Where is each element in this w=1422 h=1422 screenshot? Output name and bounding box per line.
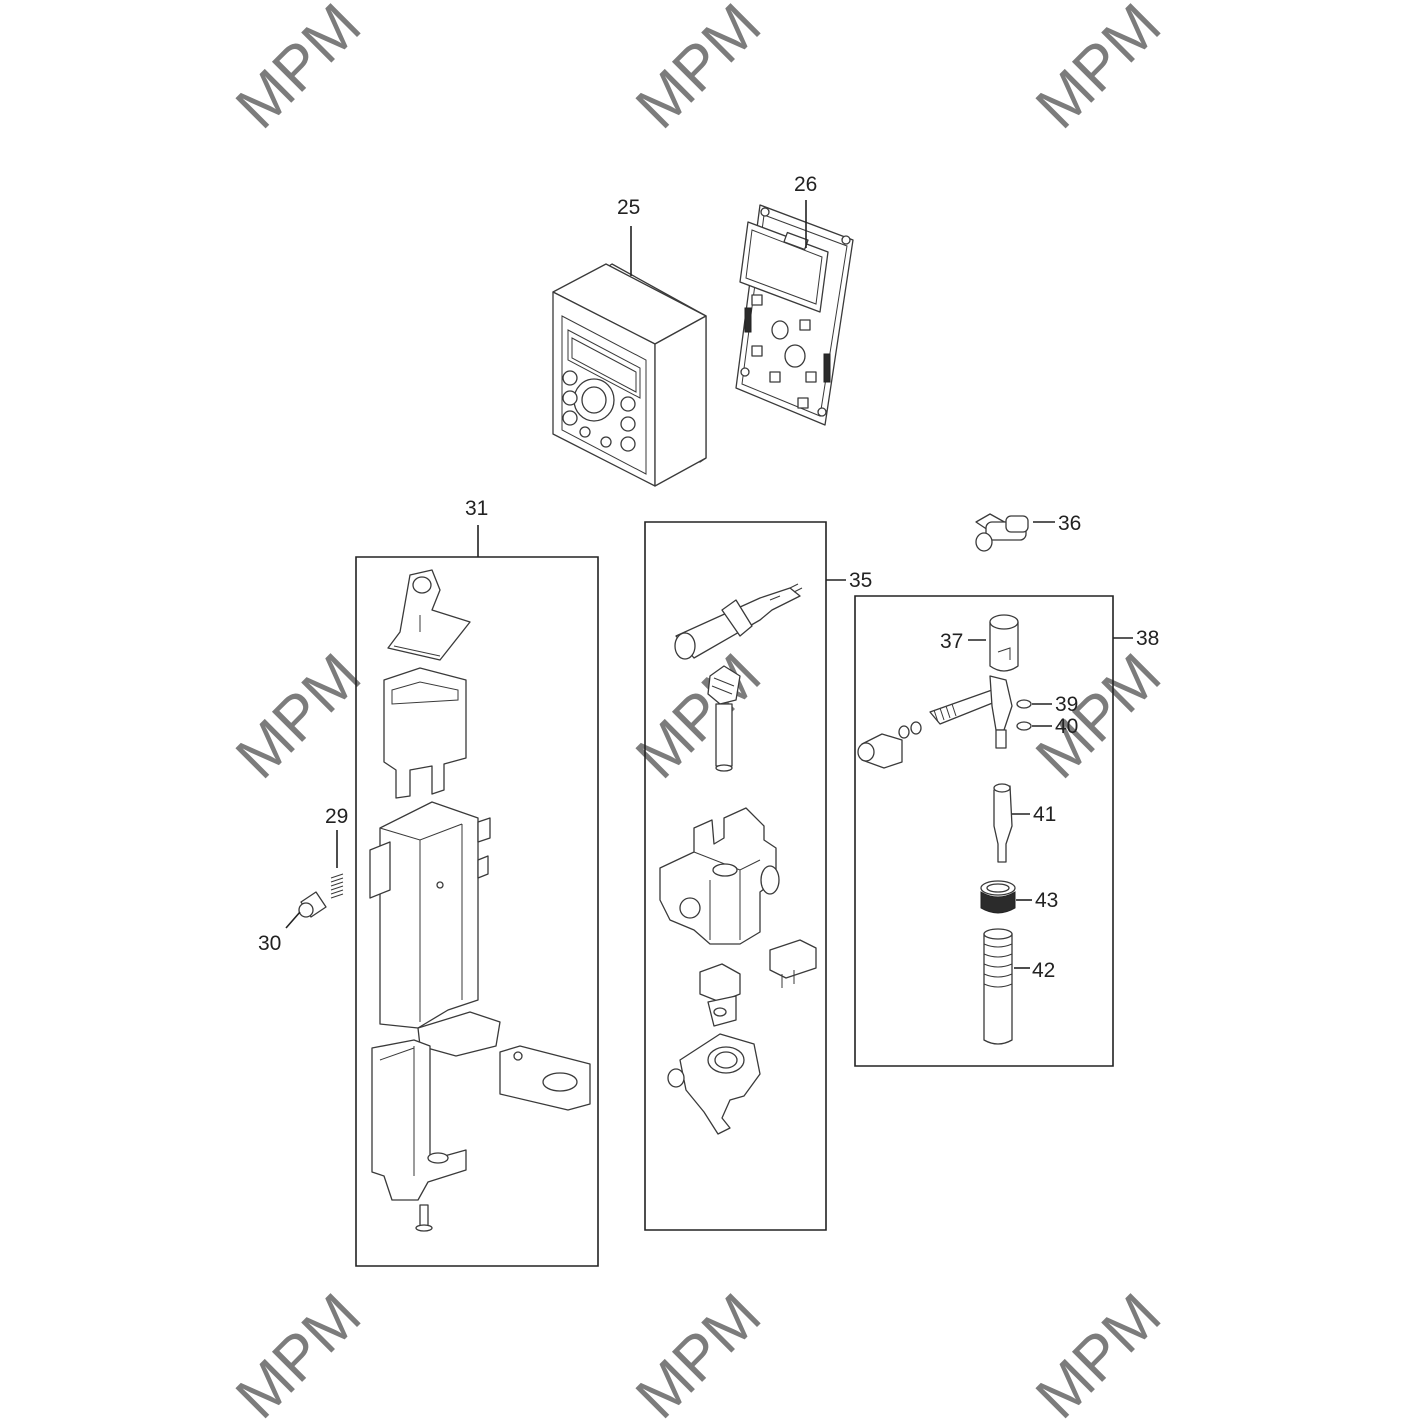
watermark-top-left: MPM [223,0,374,142]
group-box-38 [854,595,1133,1067]
callout-25: 25 [617,196,640,219]
callouts: 25 26 31 35 36 37 38 39 40 41 43 42 29 3… [258,173,1159,982]
group-box-31 [355,525,599,1267]
callout-31: 31 [465,497,488,520]
part-30-pin [285,891,327,929]
callout-26: 26 [794,173,817,196]
callout-29: 29 [325,805,348,828]
callout-40: 40 [1055,715,1078,738]
group-31-parts [369,569,591,1232]
callout-38: 38 [1136,627,1159,650]
watermark-mid-right: MPM [1023,641,1174,792]
group-35-parts [659,583,817,1135]
watermark-mid-left: MPM [223,641,374,792]
callout-42: 42 [1032,959,1055,982]
group-box-35 [644,521,846,1231]
callout-39: 39 [1055,693,1078,716]
watermark-bottom-right: MPM [1023,1281,1174,1422]
watermark-bottom-left: MPM [223,1281,374,1422]
watermark-bottom-center: MPM [623,1281,774,1422]
callout-41: 41 [1033,803,1056,826]
part-25-control-housing [552,226,707,487]
watermarks: MPM MPM MPM MPM MPM MPM MPM MPM MPM [223,0,1174,1422]
watermark-top-right: MPM [1023,0,1174,142]
callout-36: 36 [1058,512,1081,535]
callout-43: 43 [1035,889,1058,912]
watermark-top-center: MPM [623,0,774,142]
part-29-spring [330,830,344,899]
part-36-valve-knob [975,513,1055,552]
callout-37: 37 [940,630,963,653]
group-38-parts [857,614,1052,1045]
callout-35: 35 [849,569,872,592]
part-26-circuit-board [735,200,854,426]
callout-30: 30 [258,932,281,955]
